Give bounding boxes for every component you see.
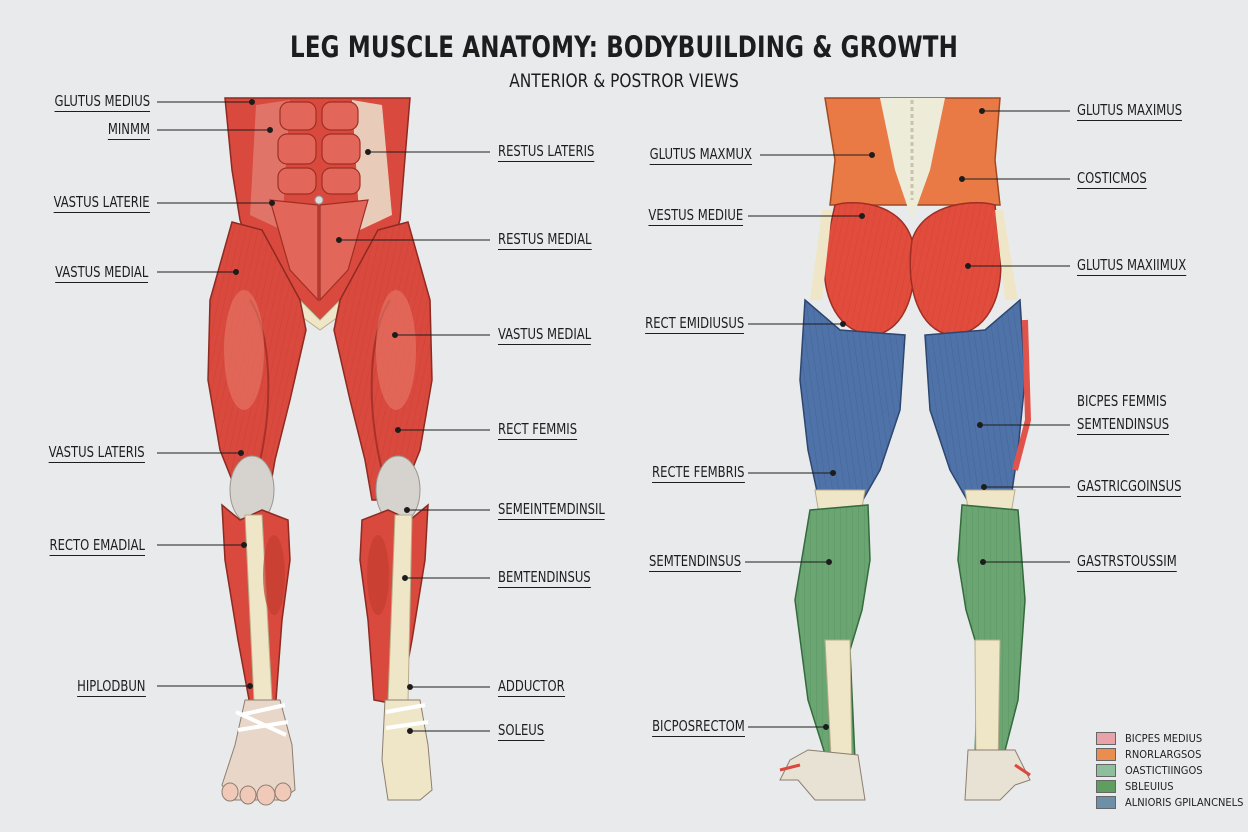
legend-label: ALNIORIS GPILANCNELS — [1125, 795, 1244, 809]
legend-label: BICPES MEDIUS — [1125, 731, 1203, 745]
diagram-subtitle: ANTERIOR & POSTROR VIEWS — [509, 70, 739, 92]
anterior-figure — [207, 97, 433, 806]
label-glutus-maxmux: GLUTUS MAXMUX — [649, 145, 752, 165]
label-vastus-medial-left: VASTUS MEDIAL — [54, 263, 148, 283]
label-soleus: SOLEUS — [498, 721, 545, 741]
label-vastus-medial-mid: VASTUS MEDIAL — [498, 325, 592, 345]
legend-item: BICPES MEDIUS — [1096, 730, 1243, 746]
legend-swatch — [1096, 779, 1116, 793]
label-rect-emidiusus: RECT EMIDIUSUS — [644, 314, 744, 334]
label-vastus-lateris: VASTUS LATERIS — [48, 443, 145, 463]
diagram-title: LEG MUSCLE ANATOMY: BODYBUILDING & GROWT… — [290, 30, 958, 64]
legend-label: RNORLARGSOS — [1125, 747, 1202, 761]
legend-label: OASTICTIINGOS — [1125, 763, 1203, 777]
posterior-right-foot — [964, 749, 1031, 801]
abdominal-muscles — [269, 101, 369, 302]
label-restus-lateris: RESTUS LATERIS — [498, 142, 595, 162]
legend-item: OASTICTIINGOS — [1096, 762, 1243, 778]
label-minimus: MINMM — [107, 120, 150, 140]
legend-label: SBLEUIUS — [1125, 779, 1174, 793]
label-recte-fembris: RECTE FEMBRIS — [651, 463, 744, 483]
label-adductor: ADDUCTOR — [498, 677, 565, 697]
label-gastricgoinsus: GASTRICGOINSUS — [1077, 477, 1182, 497]
label-costicmos: COSTICMOS — [1077, 169, 1147, 189]
legend-item: ALNIORIS GPILANCNELS — [1096, 794, 1243, 810]
anterior-right-foot — [381, 699, 433, 801]
label-gastrstoussim: GASTRSTOUSSIM — [1077, 552, 1177, 572]
legend-swatch — [1096, 747, 1116, 761]
label-vastus-laterie: VASTUS LATERIE — [54, 193, 150, 213]
label-bicposrectom: BICPOSRECTOM — [652, 717, 745, 737]
label-vestus-mediue: VESTUS MEDIUE — [648, 206, 743, 226]
legend-swatch — [1096, 731, 1116, 745]
legend-item: RNORLARGSOS — [1096, 746, 1243, 762]
label-gluteus-medius: GLUTUS MEDIUS — [54, 92, 150, 112]
legend-item: SBLEUIUS — [1096, 778, 1243, 794]
posterior-left-foot — [779, 749, 866, 801]
label-restus-medial: RESTUS MEDIAL — [498, 230, 592, 250]
label-semtendinsus-left: SEMTENDINSUS — [648, 552, 741, 572]
label-hiplodbun: HIPLODBUN — [76, 677, 145, 697]
color-legend: BICPES MEDIUS RNORLARGSOS OASTICTIINGOS … — [1096, 730, 1243, 810]
label-semeintemdinsil: SEMEINTEMDINSIL — [498, 500, 605, 520]
label-bicpes-femmis: BICPES FEMMIS — [1077, 392, 1167, 410]
label-glutus-maximus: GLUTUS MAXIMUS — [1077, 101, 1183, 121]
label-semtendinsus-right: SEMTENDINSUS — [1077, 415, 1170, 435]
label-glutus-maxiimux: GLUTUS MAXIIMUX — [1077, 256, 1187, 276]
label-recto-emadial: RECTO EMADIAL — [49, 536, 145, 556]
posterior-figure — [779, 97, 1032, 801]
legend-swatch — [1096, 795, 1116, 809]
legend-swatch — [1096, 763, 1116, 777]
leader-lines — [157, 99, 1070, 734]
label-rect-femmis: RECT FEMMIS — [498, 420, 578, 440]
label-bemtendinsus: BEMTENDINSUS — [498, 568, 591, 588]
